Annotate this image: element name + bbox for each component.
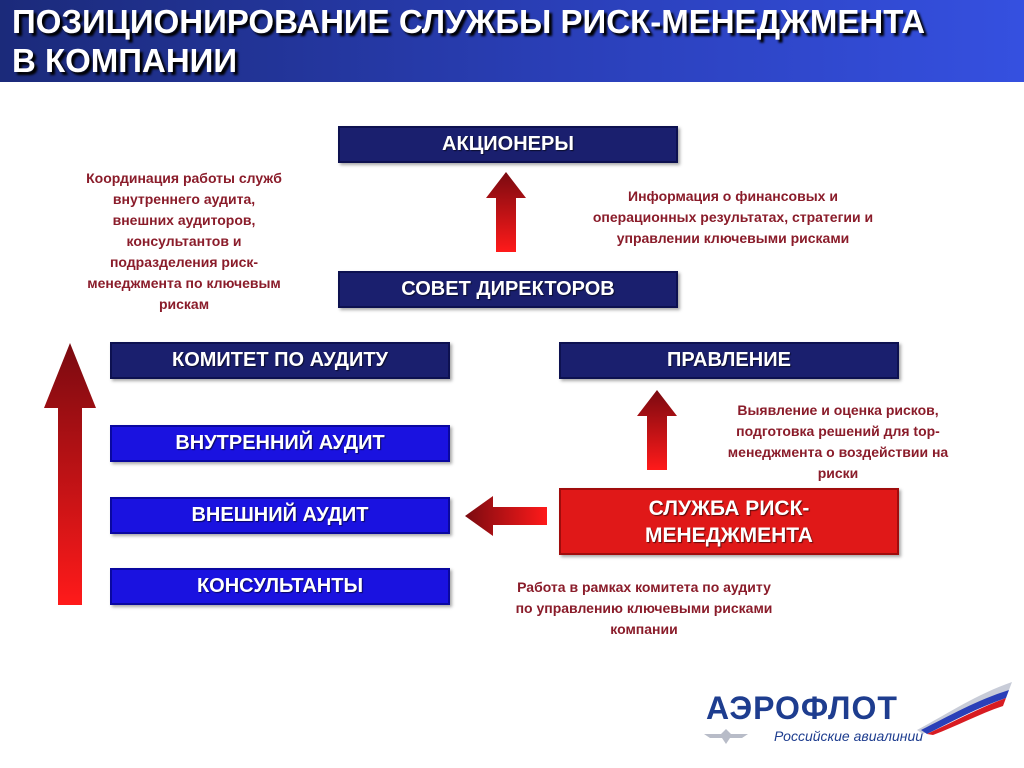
coordination-note-line: внутреннего аудита, [112,191,256,207]
aeroflot-logo: АЭРОФЛОТ Российские авиалинии [702,680,1016,760]
risk-identification-note-line: Выявление и оценка рисков, [737,402,939,418]
coordination-note: Координация работы служб внутреннего ауд… [50,168,318,315]
arrow-left-to-external-audit-icon [465,496,547,536]
shareholders-box: АКЦИОНЕРЫ [338,126,678,163]
management-board-label: ПРАВЛЕНИЕ [667,349,791,371]
coordination-note-line: Координация работы служб [86,170,282,186]
committee-work-note-line: Работа в рамках комитета по аудиту [517,579,771,595]
audit-committee-label: КОМИТЕТ ПО АУДИТУ [171,349,388,371]
committee-work-note-line: компании [610,621,678,637]
slide-title: ПОЗИЦИОНИРОВАНИЕ СЛУЖБЫ РИСК-МЕНЕДЖМЕНТА… [12,3,926,79]
shareholders-label: АКЦИОНЕРЫ [442,133,574,155]
risk-service-label-line2: МЕНЕДЖМЕНТА [645,523,813,547]
information-note-line: Информация о финансовых и [628,188,838,204]
information-note-line: управлении ключевыми рисками [616,230,850,246]
internal-audit-label: ВНУТРЕННИЙ АУДИТ [175,432,385,454]
information-note: Информация о финансовых и операционных р… [540,186,926,249]
consultants-box: КОНСУЛЬТАНТЫ [110,568,450,605]
information-note-line: операционных результатах, стратегии и [592,209,874,225]
risk-identification-note-line: риски [817,465,859,481]
logo-stripes-icon [917,682,1012,735]
internal-audit-box: ВНУТРЕННИЙ АУДИТ [110,425,450,462]
title-banner: ПОЗИЦИОНИРОВАНИЕ СЛУЖБЫ РИСК-МЕНЕДЖМЕНТА… [0,0,1024,82]
audit-committee-box: КОМИТЕТ ПО АУДИТУ [110,342,450,379]
arrow-up-to-management-icon [637,390,677,470]
risk-identification-note: Выявление и оценка рисков, подготовка ре… [683,400,993,484]
coordination-note-line: менеджмента по ключевым [87,275,281,291]
risk-identification-note-line: подготовка решений для top- [736,423,940,439]
coordination-note-line: подразделения риск- [109,254,259,270]
risk-service-label-line1: СЛУЖБА РИСК- [648,496,810,520]
logo-brand-text: АЭРОФЛОТ [706,690,898,726]
logo-wing-emblem-icon [704,729,748,744]
coordination-note-line: внешних аудиторов, [112,212,256,228]
consultants-label: КОНСУЛЬТАНТЫ [196,575,364,597]
committee-work-note: Работа в рамках комитета по аудиту по уп… [466,577,822,640]
committee-work-note-line: по управлению ключевыми рисками [515,600,773,616]
arrow-up-left-column-icon [44,343,96,605]
coordination-note-line: консультантов и [126,233,242,249]
coordination-note-line: рискам [158,296,210,312]
external-audit-label: ВНЕШНИЙ АУДИТ [191,504,369,526]
external-audit-box: ВНЕШНИЙ АУДИТ [110,497,450,534]
risk-management-service-box: СЛУЖБА РИСК- МЕНЕДЖМЕНТА [559,488,899,555]
logo-tagline-text: Российские авиалинии [774,728,924,744]
board-of-directors-box: СОВЕТ ДИРЕКТОРОВ [338,271,678,308]
risk-identification-note-line: менеджмента о воздействии на [727,444,949,460]
arrow-up-to-shareholders-icon [486,172,526,252]
board-of-directors-label: СОВЕТ ДИРЕКТОРОВ [401,278,615,300]
management-board-box: ПРАВЛЕНИЕ [559,342,899,379]
